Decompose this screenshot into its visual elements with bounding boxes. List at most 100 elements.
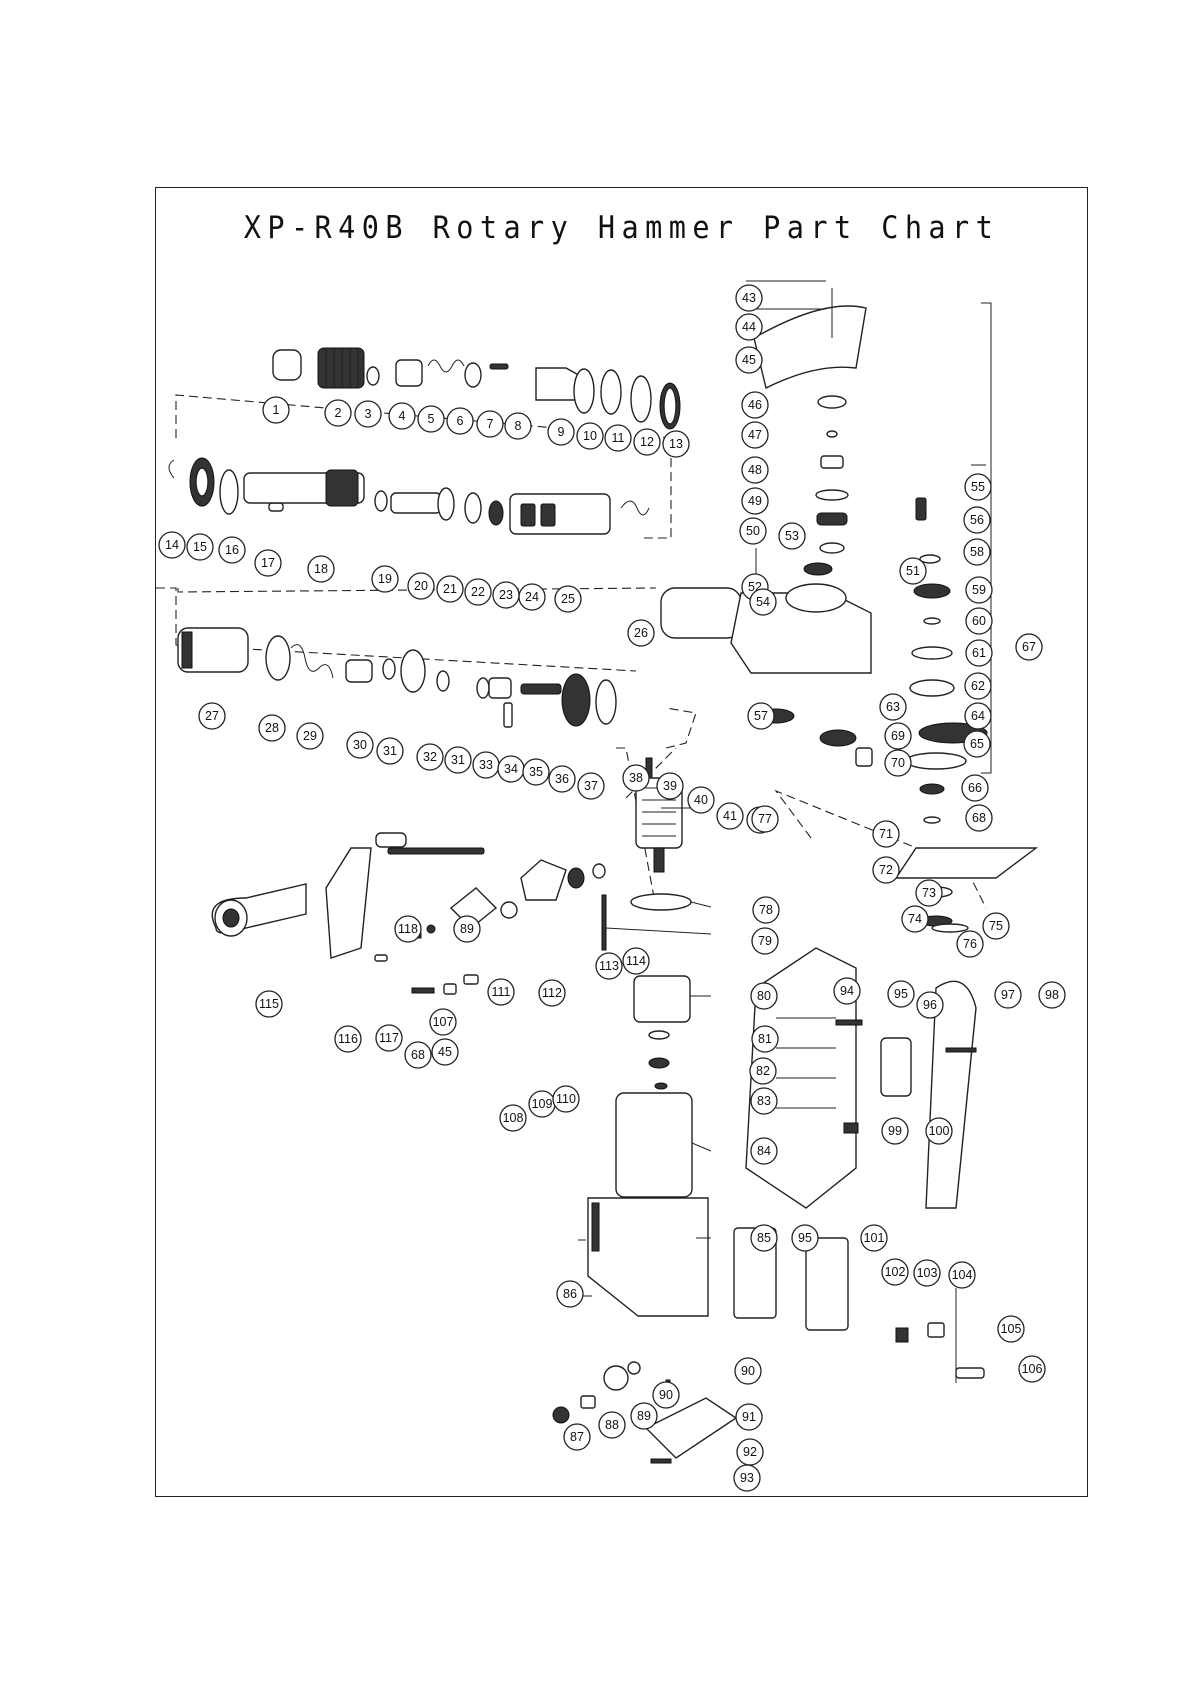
part-number-label: 21 xyxy=(443,582,457,596)
callout-circle xyxy=(548,765,576,793)
part-number-label: 47 xyxy=(748,428,762,442)
part-number-label: 14 xyxy=(165,538,179,552)
part-number-label: 5 xyxy=(428,412,435,426)
part-number-label: 62 xyxy=(971,679,985,693)
callout-circle xyxy=(198,702,226,730)
part-number-label: 57 xyxy=(754,709,768,723)
clutch-parts xyxy=(894,302,1039,933)
callout-circle xyxy=(965,639,993,667)
callout-circle xyxy=(735,313,763,341)
callout-circle xyxy=(741,421,769,449)
part-number-label: 50 xyxy=(746,524,760,538)
part-number-label: 51 xyxy=(906,564,920,578)
part-number-label: 19 xyxy=(378,572,392,586)
callout-circle xyxy=(735,284,763,312)
callout-circle xyxy=(554,585,582,613)
callout-circle xyxy=(296,722,324,750)
callout-circle xyxy=(518,583,546,611)
part-number-label: 61 xyxy=(972,646,986,660)
callout-circle xyxy=(376,737,404,765)
part-number-label: 18 xyxy=(314,562,328,576)
part-number-label: 75 xyxy=(989,919,1003,933)
callout-circle xyxy=(751,805,779,833)
part-number-label: 10 xyxy=(583,429,597,443)
part-number-label: 34 xyxy=(504,762,518,776)
callout-circle xyxy=(577,772,605,800)
callout-circle xyxy=(747,702,775,730)
part-number-label: 32 xyxy=(423,750,437,764)
callout-circle xyxy=(887,980,915,1008)
callout-circle xyxy=(964,672,992,700)
callout-circle xyxy=(750,1087,778,1115)
part-number-label: 41 xyxy=(723,809,737,823)
callout-circle xyxy=(948,1261,976,1289)
part-number-label: 82 xyxy=(756,1064,770,1078)
part-number-label: 7 xyxy=(487,417,494,431)
part-number-label: 84 xyxy=(757,1144,771,1158)
callout-circle xyxy=(860,1224,888,1252)
part-number-label: 17 xyxy=(261,556,275,570)
part-number-label: 90 xyxy=(659,1388,673,1402)
part-number-label: 113 xyxy=(599,959,619,973)
part-number-label: 110 xyxy=(556,1092,576,1106)
callout-circle xyxy=(307,555,335,583)
part-number-label: 111 xyxy=(491,985,510,999)
part-number-label: 2 xyxy=(335,406,342,420)
callout-circle xyxy=(552,1085,580,1113)
gearing-parts xyxy=(177,627,617,728)
callout-circle xyxy=(464,578,492,606)
callout-circle xyxy=(254,549,282,577)
callout-circle xyxy=(916,991,944,1019)
part-number-label: 89 xyxy=(637,1409,651,1423)
part-number-label: 86 xyxy=(563,1287,577,1301)
callout-circle xyxy=(1015,633,1043,661)
exploded-view-diagram: 1234567891011121314151617181920212223242… xyxy=(156,280,1066,1492)
part-number-label: 40 xyxy=(694,793,708,807)
part-number-label: 38 xyxy=(629,771,643,785)
part-number-label: 103 xyxy=(917,1266,938,1280)
part-number-label: 63 xyxy=(886,700,900,714)
part-number-label: 112 xyxy=(542,986,562,1000)
part-number-label: 108 xyxy=(503,1111,524,1125)
callout-circle xyxy=(964,702,992,730)
callout-circle xyxy=(735,1403,763,1431)
part-number-label: 78 xyxy=(759,903,773,917)
part-number-label: 104 xyxy=(952,1268,973,1282)
callout-circle xyxy=(576,422,604,450)
part-number-label: 11 xyxy=(612,431,625,445)
part-number-label: 93 xyxy=(740,1471,754,1485)
part-number-label: 58 xyxy=(970,545,984,559)
callout-circle xyxy=(963,538,991,566)
callout-circle xyxy=(186,533,214,561)
part-number-label: 1 xyxy=(273,403,280,417)
part-number-label: 90 xyxy=(741,1364,755,1378)
part-number-label: 68 xyxy=(972,811,986,825)
callout-circle xyxy=(982,912,1010,940)
part-number-label: 95 xyxy=(798,1231,812,1245)
part-number-label: 116 xyxy=(338,1032,358,1046)
callout-circle xyxy=(881,1258,909,1286)
part-number-label: 79 xyxy=(758,934,772,948)
callout-circle xyxy=(547,418,575,446)
part-number-label: 118 xyxy=(398,922,418,936)
part-number-label: 13 xyxy=(669,437,683,451)
part-number-label: 55 xyxy=(971,480,985,494)
callout-circle xyxy=(750,982,778,1010)
part-number-label: 69 xyxy=(891,729,905,743)
part-number-label: 94 xyxy=(840,984,854,998)
part-number-label: 106 xyxy=(1022,1362,1043,1376)
callout-circle xyxy=(662,430,690,458)
callout-circle xyxy=(622,764,650,792)
callout-circle xyxy=(956,930,984,958)
part-number-label: 6 xyxy=(457,414,464,428)
part-number-label: 97 xyxy=(1001,988,1015,1002)
callout-circle xyxy=(751,1025,779,1053)
part-number-label: 95 xyxy=(894,987,908,1001)
callout-circle xyxy=(416,743,444,771)
part-number-label: 44 xyxy=(742,320,756,334)
callout-circle xyxy=(622,947,650,975)
callout-circle xyxy=(371,565,399,593)
callout-circle xyxy=(630,1402,658,1430)
motor-parts xyxy=(587,757,709,1317)
